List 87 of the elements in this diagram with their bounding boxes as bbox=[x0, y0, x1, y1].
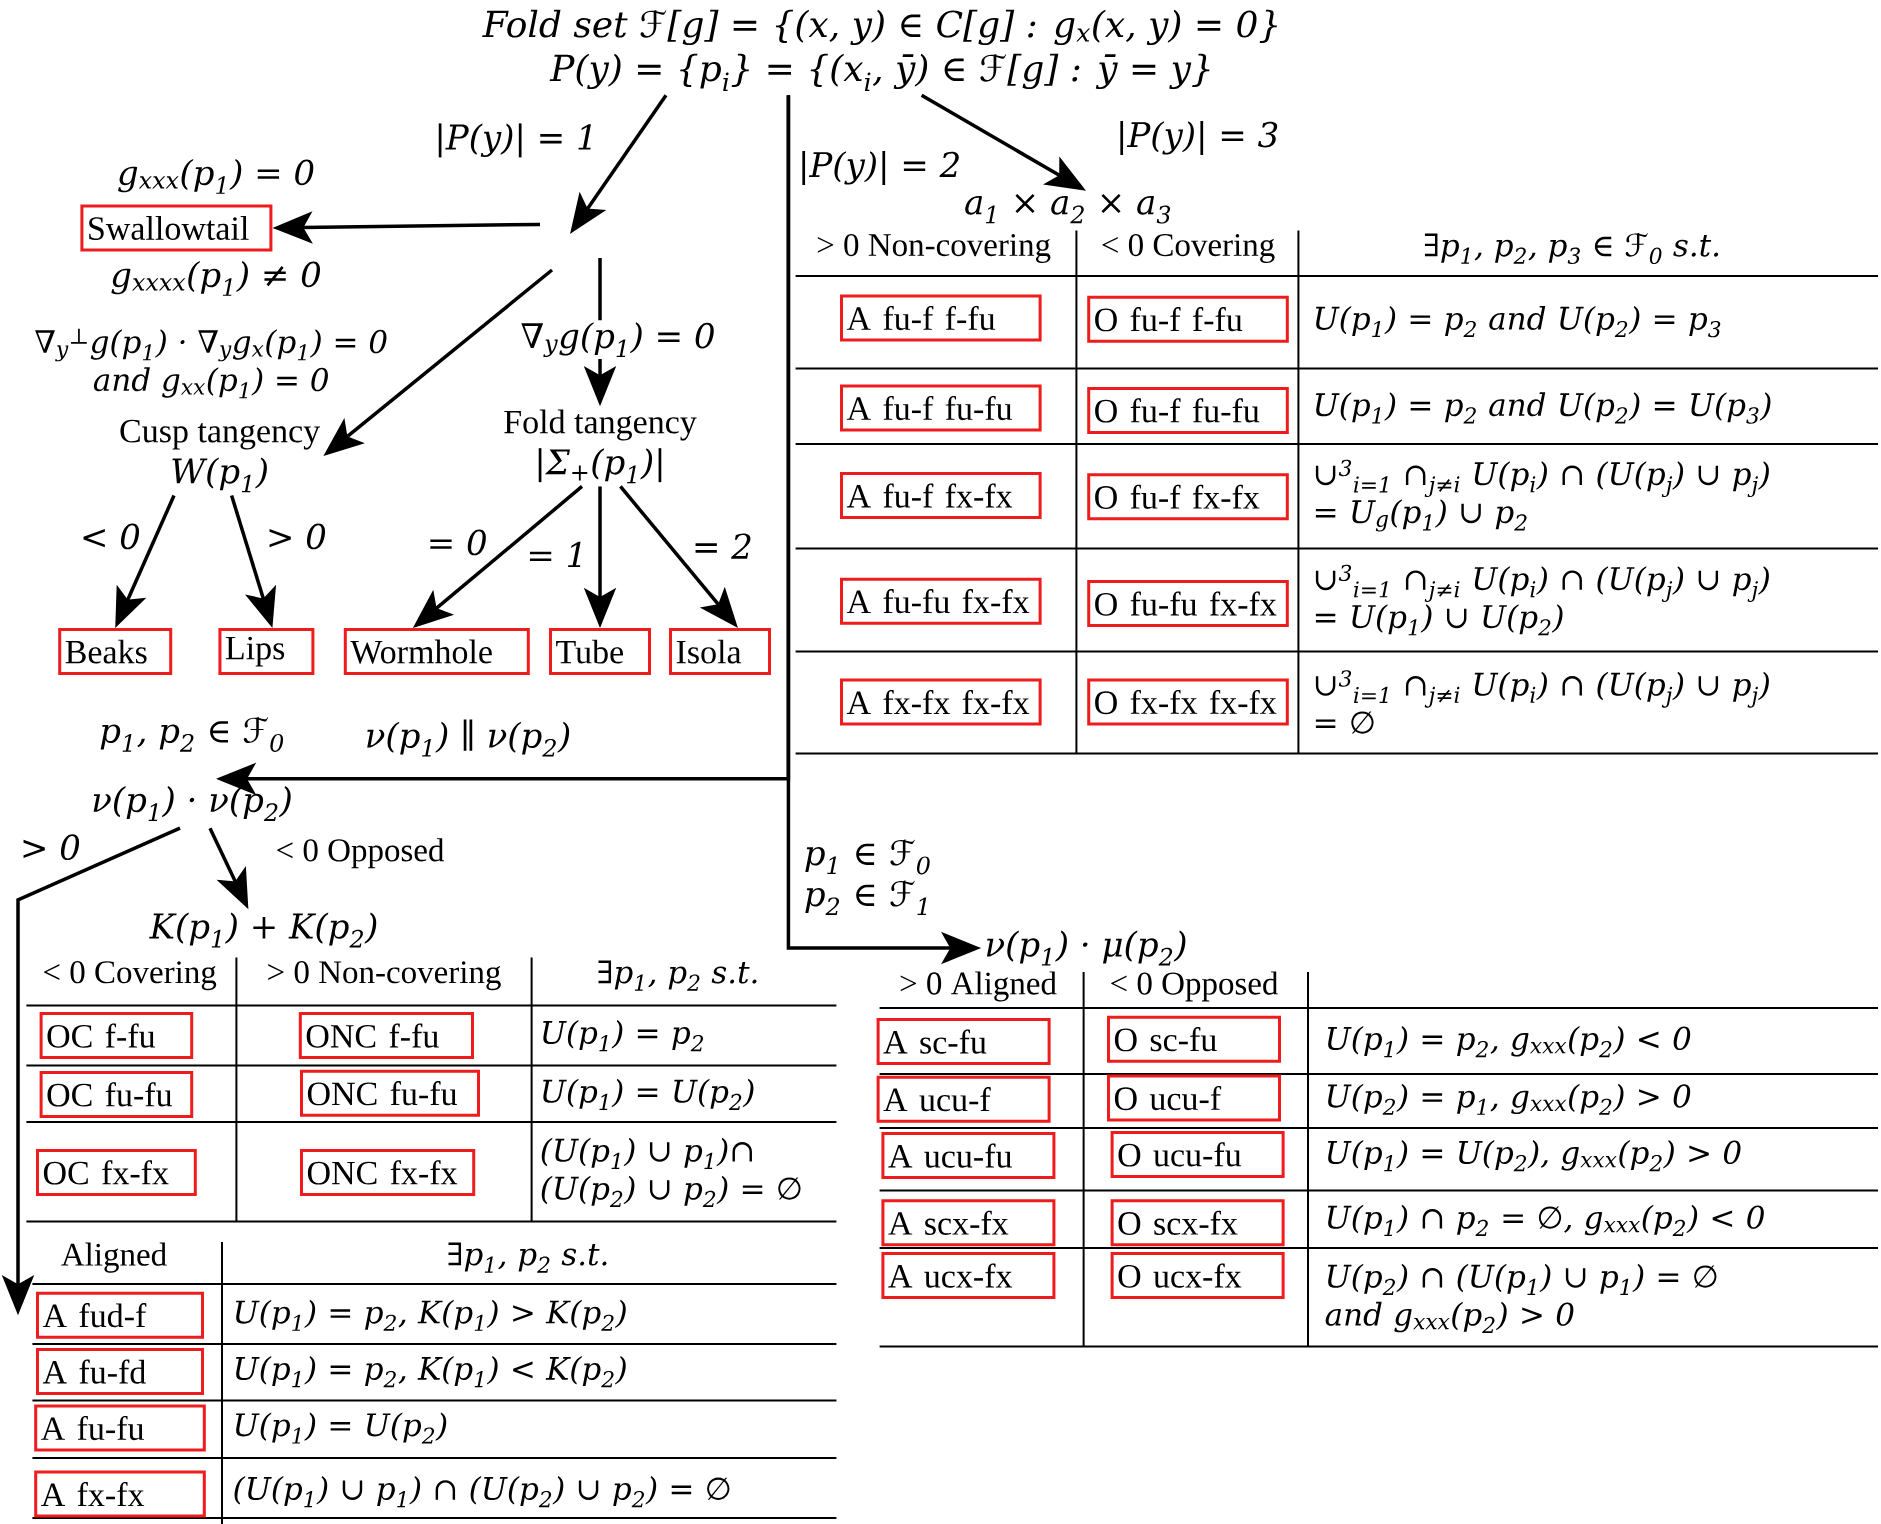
outcome-box: OC fx-fx bbox=[36, 1148, 197, 1196]
edge-label: ν(p$_{1}$) ∥ ν(p$_{2}$) bbox=[367, 719, 570, 757]
condition-formula: U(p$_{1}$) = p$_{2}$, g$_{xxx}$(p$_{2}$) < 0 bbox=[1328, 1026, 1691, 1058]
condition-formula: U(p$_{1}$) = p$_{2}$ and U(p$_{2}$) = U(p$_{3}$) bbox=[1316, 392, 1771, 424]
condition-formula: U(p$_{1}$) = p$_{2}$, K(p$_{1}$) < K(p$_{2}$) bbox=[236, 1356, 626, 1388]
condition-formula: U(p$_{1}$) = p$_{2}$ and U(p$_{2}$) = p$_{3}$ bbox=[1316, 305, 1721, 338]
condition-formula: U(p$_{1}$) = p$_{2}$ bbox=[543, 1020, 704, 1052]
column-header: ∃p$_{1}$, p$_{2}$ s.t. bbox=[448, 1242, 607, 1273]
outcome-box: A scx-fx bbox=[881, 1199, 1056, 1247]
condition-formula: U(p$_{2}$) = p$_{1}$, g$_{xxx}$(p$_{2}$) > 0 bbox=[1328, 1083, 1691, 1115]
outcome-box: O fu-f f-fu bbox=[1087, 295, 1289, 343]
column-header: > 0 Aligned bbox=[900, 971, 1057, 1002]
column-header: Aligned bbox=[61, 1242, 167, 1273]
outcome-box: A fu-f fx-fx bbox=[840, 472, 1042, 520]
edge-label: > 0 bbox=[23, 834, 80, 861]
outcome-box: A sc-fu bbox=[876, 1018, 1051, 1066]
outcome-box: O fx-fx fx-fx bbox=[1087, 678, 1289, 726]
column-header: > 0 Non-covering bbox=[817, 233, 1051, 263]
edge-label: > 0 bbox=[269, 523, 326, 550]
edge-label: < 0 bbox=[83, 523, 140, 550]
edge-label: ∇$_{y}$$^{⊥}$g(p$_{1}$) · ∇$_{y}$g$_{x}$(p$_{1}$) = 0 and g$_{xx}$(p$_{1}$) = 0 bbox=[35, 328, 387, 399]
condition-formula: ∪$^{3}$$_{i=1}$ ∩$_{j≠i}$ U(p$_{i}$) ∩ (U(p$_{j}$) ∪ p$_{j}$) = ∅ bbox=[1315, 670, 1769, 734]
edge-label: p$_{1}$ ∈ ℱ$_{0}$ p$_{2}$ ∈ ℱ$_{1}$ bbox=[805, 839, 930, 916]
column-header: ∃p$_{1}$, p$_{2}$, p$_{3}$ ∈ ℱ$_{0}$ s.t. bbox=[1424, 232, 1719, 265]
outcome-box: O fu-f fu-fu bbox=[1087, 386, 1289, 434]
outcome-box: ONC f-fu bbox=[298, 1012, 474, 1060]
edge-label: |P(y)| = 1 bbox=[438, 123, 591, 158]
condition-formula: U(p$_{1}$) = U(p$_{2}$), g$_{xxx}$(p$_{2}$) > 0 bbox=[1328, 1140, 1741, 1172]
outcome-box: A ucu-fu bbox=[881, 1132, 1056, 1180]
outcome-box: A fx-fx fx-fx bbox=[840, 678, 1042, 726]
definition-text: Fold set ℱ[g] = {(x, y) ∈ C[g] : g$_{x}$(x, y) = 0} P(y) = {p$_{i}$} = {(x$_{i}$, ȳ) ∈ ℱ[g] : ȳ = y} bbox=[482, 9, 1277, 92]
outcome-box: Isola bbox=[669, 628, 771, 676]
table-heading: ν(p$_{1}$) · ν(p$_{2}$) bbox=[93, 786, 291, 821]
outcome-box: OC fu-fu bbox=[39, 1070, 194, 1118]
condition-text: g$_{xxxx}$(p$_{1}$) ≠ 0 bbox=[111, 260, 321, 296]
column-header: < 0 Covering bbox=[1102, 233, 1275, 263]
outcome-box: A fu-fu fx-fx bbox=[840, 577, 1042, 625]
edge-label: = 1 bbox=[529, 541, 581, 568]
outcome-box: Lips bbox=[218, 628, 315, 676]
condition-formula: U(p$_{2}$) ∩ (U(p$_{1}$) ∪ p$_{1}$) = ∅ and g$_{xxx}$(p$_{2}$) > 0 bbox=[1325, 1263, 1717, 1333]
outcome-box: A fu-f fu-fu bbox=[840, 384, 1042, 432]
condition-formula: U(p$_{1}$) = U(p$_{2}$) bbox=[236, 1412, 447, 1444]
outcome-box: Swallowtail bbox=[80, 204, 273, 252]
edge-label: = 0 bbox=[430, 529, 486, 556]
condition-formula: ∪$^{3}$$_{i=1}$ ∩$_{j≠i}$ U(p$_{i}$) ∩ (U(p$_{j}$) ∪ p$_{j}$) = U$_{g}$(p$_{1}$) ∪ p$_{2}$ bbox=[1315, 459, 1769, 532]
outcome-box: A fx-fx bbox=[34, 1470, 206, 1518]
condition-formula: U(p$_{1}$) ∩ p$_{2}$ = ∅, g$_{xxx}$(p$_{2}$) < 0 bbox=[1328, 1204, 1764, 1236]
outcome-box: A ucu-f bbox=[876, 1075, 1051, 1123]
condition-formula: U(p$_{1}$) = p$_{2}$, K(p$_{1}$) > K(p$_{2}$) bbox=[236, 1299, 626, 1331]
column-header: > 0 Non-covering bbox=[268, 961, 501, 991]
outcome-box: O ucu-fu bbox=[1110, 1130, 1285, 1178]
outcome-box: O ucx-fx bbox=[1110, 1252, 1285, 1300]
edge-label: = 2 bbox=[695, 533, 751, 559]
outcome-box: ONC fu-fu bbox=[300, 1069, 480, 1117]
outcome-box: OC f-fu bbox=[39, 1012, 194, 1060]
outcome-box: Tube bbox=[549, 628, 651, 676]
edge-label: |P(y)| = 3 bbox=[1120, 121, 1278, 155]
outcome-box: O ucu-f bbox=[1107, 1074, 1281, 1122]
branch-condition: |P(y)| = 2 bbox=[802, 151, 959, 185]
branch-label: Fold tangency |Σ$_{+}$(p$_{1}$)| bbox=[504, 409, 697, 484]
outcome-box: A fu-fu bbox=[34, 1404, 206, 1452]
edge-label: < 0 Opposed bbox=[277, 838, 445, 869]
outcome-box: O fu-fu fx-fx bbox=[1087, 580, 1289, 628]
column-header: ∃p$_{1}$, p$_{2}$ s.t. bbox=[598, 960, 757, 991]
outcome-box: O sc-fu bbox=[1107, 1015, 1281, 1063]
outcome-box: Beaks bbox=[58, 628, 173, 676]
outcome-box: A fud-f bbox=[36, 1291, 204, 1339]
outcome-box: O scx-fx bbox=[1110, 1199, 1285, 1247]
branch-label: Cusp tangency W(p$_{1}$) bbox=[120, 419, 321, 493]
column-header: < 0 Opposed bbox=[1111, 971, 1279, 1002]
condition-formula: (U(p$_{1}$) ∪ p$_{1}$)∩ (U(p$_{2}$) ∪ p$_{2}$) = ∅ bbox=[541, 1137, 801, 1207]
outcome-box: O fu-f fx-fx bbox=[1087, 473, 1289, 521]
column-header: < 0 Covering bbox=[44, 961, 217, 991]
edge-label: ∇$_{y}$g(p$_{1}$) = 0 bbox=[518, 320, 718, 360]
condition-text: g$_{xxx}$(p$_{1}$) = 0 bbox=[118, 158, 314, 194]
outcome-box: Wormhole bbox=[343, 628, 530, 676]
condition-formula: (U(p$_{1}$) ∪ p$_{1}$) ∩ (U(p$_{2}$) ∪ p$_{2}$) = ∅ bbox=[234, 1476, 730, 1508]
table-heading: a$_{1}$ × a$_{2}$ × a$_{3}$ bbox=[965, 194, 1171, 224]
outcome-box: ONC fx-fx bbox=[300, 1148, 476, 1196]
condition-formula: ∪$^{3}$$_{i=1}$ ∩$_{j≠i}$ U(p$_{i}$) ∩ (U(p$_{j}$) ∪ p$_{j}$) = U(p$_{1}$) ∪ U(p$_{2}$) bbox=[1315, 564, 1769, 636]
condition-text: p$_{1}$, p$_{2}$ ∈ ℱ$_{0}$ bbox=[100, 716, 284, 752]
table-heading: K(p$_{1}$) + K(p$_{2}$) bbox=[149, 912, 377, 948]
outcome-box: A fu-f f-fu bbox=[840, 294, 1042, 342]
outcome-box: A ucx-fx bbox=[881, 1252, 1056, 1300]
condition-formula: U(p$_{1}$) = U(p$_{2}$) bbox=[543, 1078, 754, 1110]
table-heading: ν(p$_{1}$) · μ(p$_{2}$) bbox=[986, 930, 1186, 966]
outcome-box: A fu-fd bbox=[36, 1348, 204, 1396]
